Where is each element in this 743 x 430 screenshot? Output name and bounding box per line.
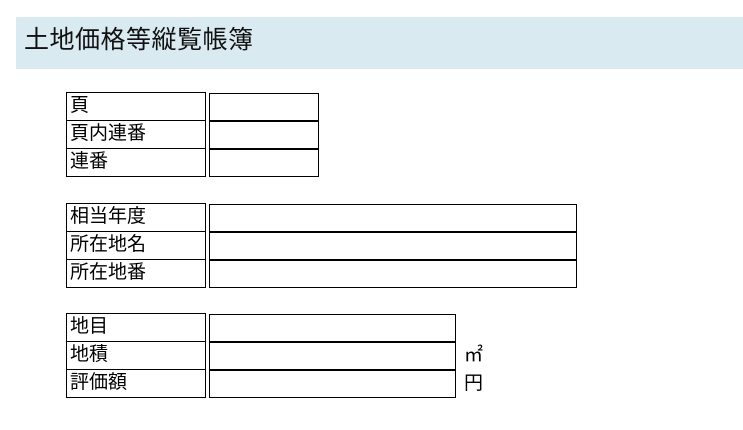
field-label-assessed-value: 評価額 xyxy=(66,369,206,398)
field-label-land-category: 地目 xyxy=(66,313,206,342)
field-input-lot-number[interactable] xyxy=(209,260,577,288)
field-input-serial[interactable] xyxy=(209,149,319,177)
field-input-location-name[interactable] xyxy=(209,232,577,260)
field-row: 所在地名 xyxy=(66,231,577,260)
field-input-page[interactable] xyxy=(209,93,319,121)
field-label-lot-number: 所在地番 xyxy=(66,259,206,288)
field-input-page-serial[interactable] xyxy=(209,121,319,149)
field-row: 連番 xyxy=(66,148,319,177)
field-label-page: 頁 xyxy=(66,92,206,121)
field-row: 評価額 円 xyxy=(66,369,483,398)
field-input-assessed-value[interactable] xyxy=(209,370,456,398)
field-label-serial: 連番 xyxy=(66,148,206,177)
field-row: 地積 ㎡ xyxy=(66,341,483,370)
field-row: 所在地番 xyxy=(66,259,577,288)
field-input-land-category[interactable] xyxy=(209,314,456,342)
field-input-fiscal-year[interactable] xyxy=(209,204,577,232)
field-unit-yen: 円 xyxy=(464,373,484,394)
field-group-valuation: 地目 地積 ㎡ 評価額 円 xyxy=(66,313,483,398)
field-row: 頁内連番 xyxy=(66,120,319,149)
field-label-page-serial: 頁内連番 xyxy=(66,120,206,149)
page-title: 土地価格等縦覧帳簿 xyxy=(24,27,254,54)
field-label-location-name: 所在地名 xyxy=(66,231,206,260)
field-group-identification: 頁 頁内連番 連番 xyxy=(66,92,319,177)
field-label-fiscal-year: 相当年度 xyxy=(66,203,206,232)
title-banner: 土地価格等縦覧帳簿 xyxy=(16,17,743,69)
field-row: 地目 xyxy=(66,313,483,342)
field-row: 頁 xyxy=(66,92,319,121)
field-group-location: 相当年度 所在地名 所在地番 xyxy=(66,203,577,288)
field-row: 相当年度 xyxy=(66,203,577,232)
field-unit-square-meter: ㎡ xyxy=(464,345,484,366)
field-label-land-area: 地積 xyxy=(66,341,206,370)
field-input-land-area[interactable] xyxy=(209,342,456,370)
